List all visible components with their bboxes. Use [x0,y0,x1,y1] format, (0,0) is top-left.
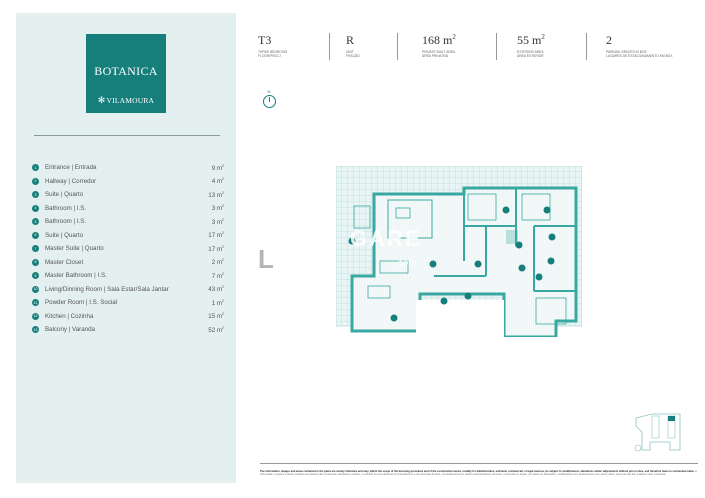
room-name: Hallway | Corredor [45,177,97,185]
room-name: Suite | Quarto [45,191,84,199]
room-number-badge: 10 [32,285,39,293]
stat-private-area: 168 m2 Private built area Área privativa [422,33,456,59]
room-number-badge: 6 [32,231,39,239]
brand-sub: ✻VILAMOURA [97,95,155,105]
stat-typology: T3 Three bedroom Floor/Piso 2 [258,33,288,59]
room-number-badge: 2 [32,177,39,185]
room-area: 15 m2 [208,312,224,321]
room-number-badge: 4 [32,204,39,212]
botanica-logo: BOTANICA ✻VILAMOURA [86,34,166,113]
room-list-item: 6 Suite | Quarto 17 m2 [32,229,224,243]
room-list: 1 Entrance | Entrada 9 m2 2 Hallway | Corred… [32,161,224,337]
room-list-item: 4 Bathroom | I.S. 3 m2 [32,202,224,216]
room-name: Bathroom | I.S. [45,204,87,212]
room-list-item: 10 Living/Dinning Room | Sala Estar/Sala … [32,283,224,297]
room-list-item: 8 Master Closet 2 m2 [32,256,224,270]
room-number-badge: 13 [32,326,39,334]
room-number-badge: 3 [32,191,39,199]
panel-divider [34,135,220,136]
left-panel: BOTANICA ✻VILAMOURA 1 Entrance | Entrada 9… [16,13,236,483]
compass-icon [262,95,276,108]
room-area: 43 m2 [208,285,224,294]
room-area: 4 m2 [211,177,224,186]
room-list-item: 9 Master Bathroom | I.S. 7 m2 [32,269,224,283]
room-number-badge: 12 [32,312,39,320]
room-name: Suite | Quarto [45,231,84,239]
stat-divider [496,33,497,60]
stat-divider [329,33,330,60]
footer-divider [260,463,698,464]
room-name: Kitchen | Cozinha [45,312,94,320]
room-area: 17 m2 [208,244,224,253]
room-list-item: 3 Suite | Quarto 13 m2 [32,188,224,202]
room-number-badge: 8 [32,258,39,266]
legal-disclaimer: The information, images and areas contai… [260,470,697,477]
stat-parking: 2 Parking spaces in box Lugares de estac… [606,33,673,59]
room-area: 17 m2 [208,231,224,240]
stat-unit: R Unit Fração [346,33,360,59]
room-number-badge: 9 [32,272,39,280]
room-area: 3 m2 [211,204,224,213]
room-list-item: 5 Bathroom | I.S. 3 m2 [32,215,224,229]
room-number-badge: 5 [32,218,39,226]
room-area: 13 m2 [208,190,224,199]
room-list-item: 11 Powder Room | I.S. Social 1 m2 [32,296,224,310]
stat-divider [586,33,587,60]
watermark-sub: .com [395,258,417,269]
north-compass: N [262,89,276,108]
room-name: Living/Dinning Room | Sala Estar/Sala Ja… [45,285,169,293]
stat-divider [397,33,398,60]
room-area: 1 m2 [211,298,224,307]
room-name: Entrance | Entrada [45,164,97,172]
room-area: 7 m2 [211,271,224,280]
room-name: Master Suite | Quarto [45,245,104,253]
watermark: GARE [350,226,422,251]
room-area: 2 m2 [211,258,224,267]
room-list-item: 7 Master Suite | Quarto 17 m2 [32,242,224,256]
room-area: 52 m2 [208,325,224,334]
room-number-badge: 1 [32,164,39,172]
room-number-badge: 7 [32,245,39,253]
room-name: Master Closet [45,258,84,266]
room-number-badge: 11 [32,299,39,307]
flower-star-icon: ✻ [97,95,106,105]
room-list-item: 13 Balcony | Varanda 52 m2 [32,323,224,337]
room-name: Balcony | Varanda [45,326,95,334]
brand-name: BOTANICA [94,64,158,78]
floor-plan [336,166,582,337]
room-list-item: 2 Hallway | Corredor 4 m2 [32,175,224,189]
key-plan [634,413,681,452]
room-name: Powder Room | I.S. Social [45,299,118,307]
room-area: 9 m2 [211,163,224,172]
room-name: Master Bathroom | I.S. [45,272,107,280]
room-area: 3 m2 [211,217,224,226]
stat-exterior-area: 55 m2 Exterior area Área exterior [517,33,545,59]
room-name: Bathroom | I.S. [45,218,87,226]
unit-stats: T3 Three bedroom Floor/Piso 2 R Unit Fra… [258,33,698,63]
watermark-left: L [258,244,276,274]
room-list-item: 1 Entrance | Entrada 9 m2 [32,161,224,175]
room-list-item: 12 Kitchen | Cozinha 15 m2 [32,310,224,324]
